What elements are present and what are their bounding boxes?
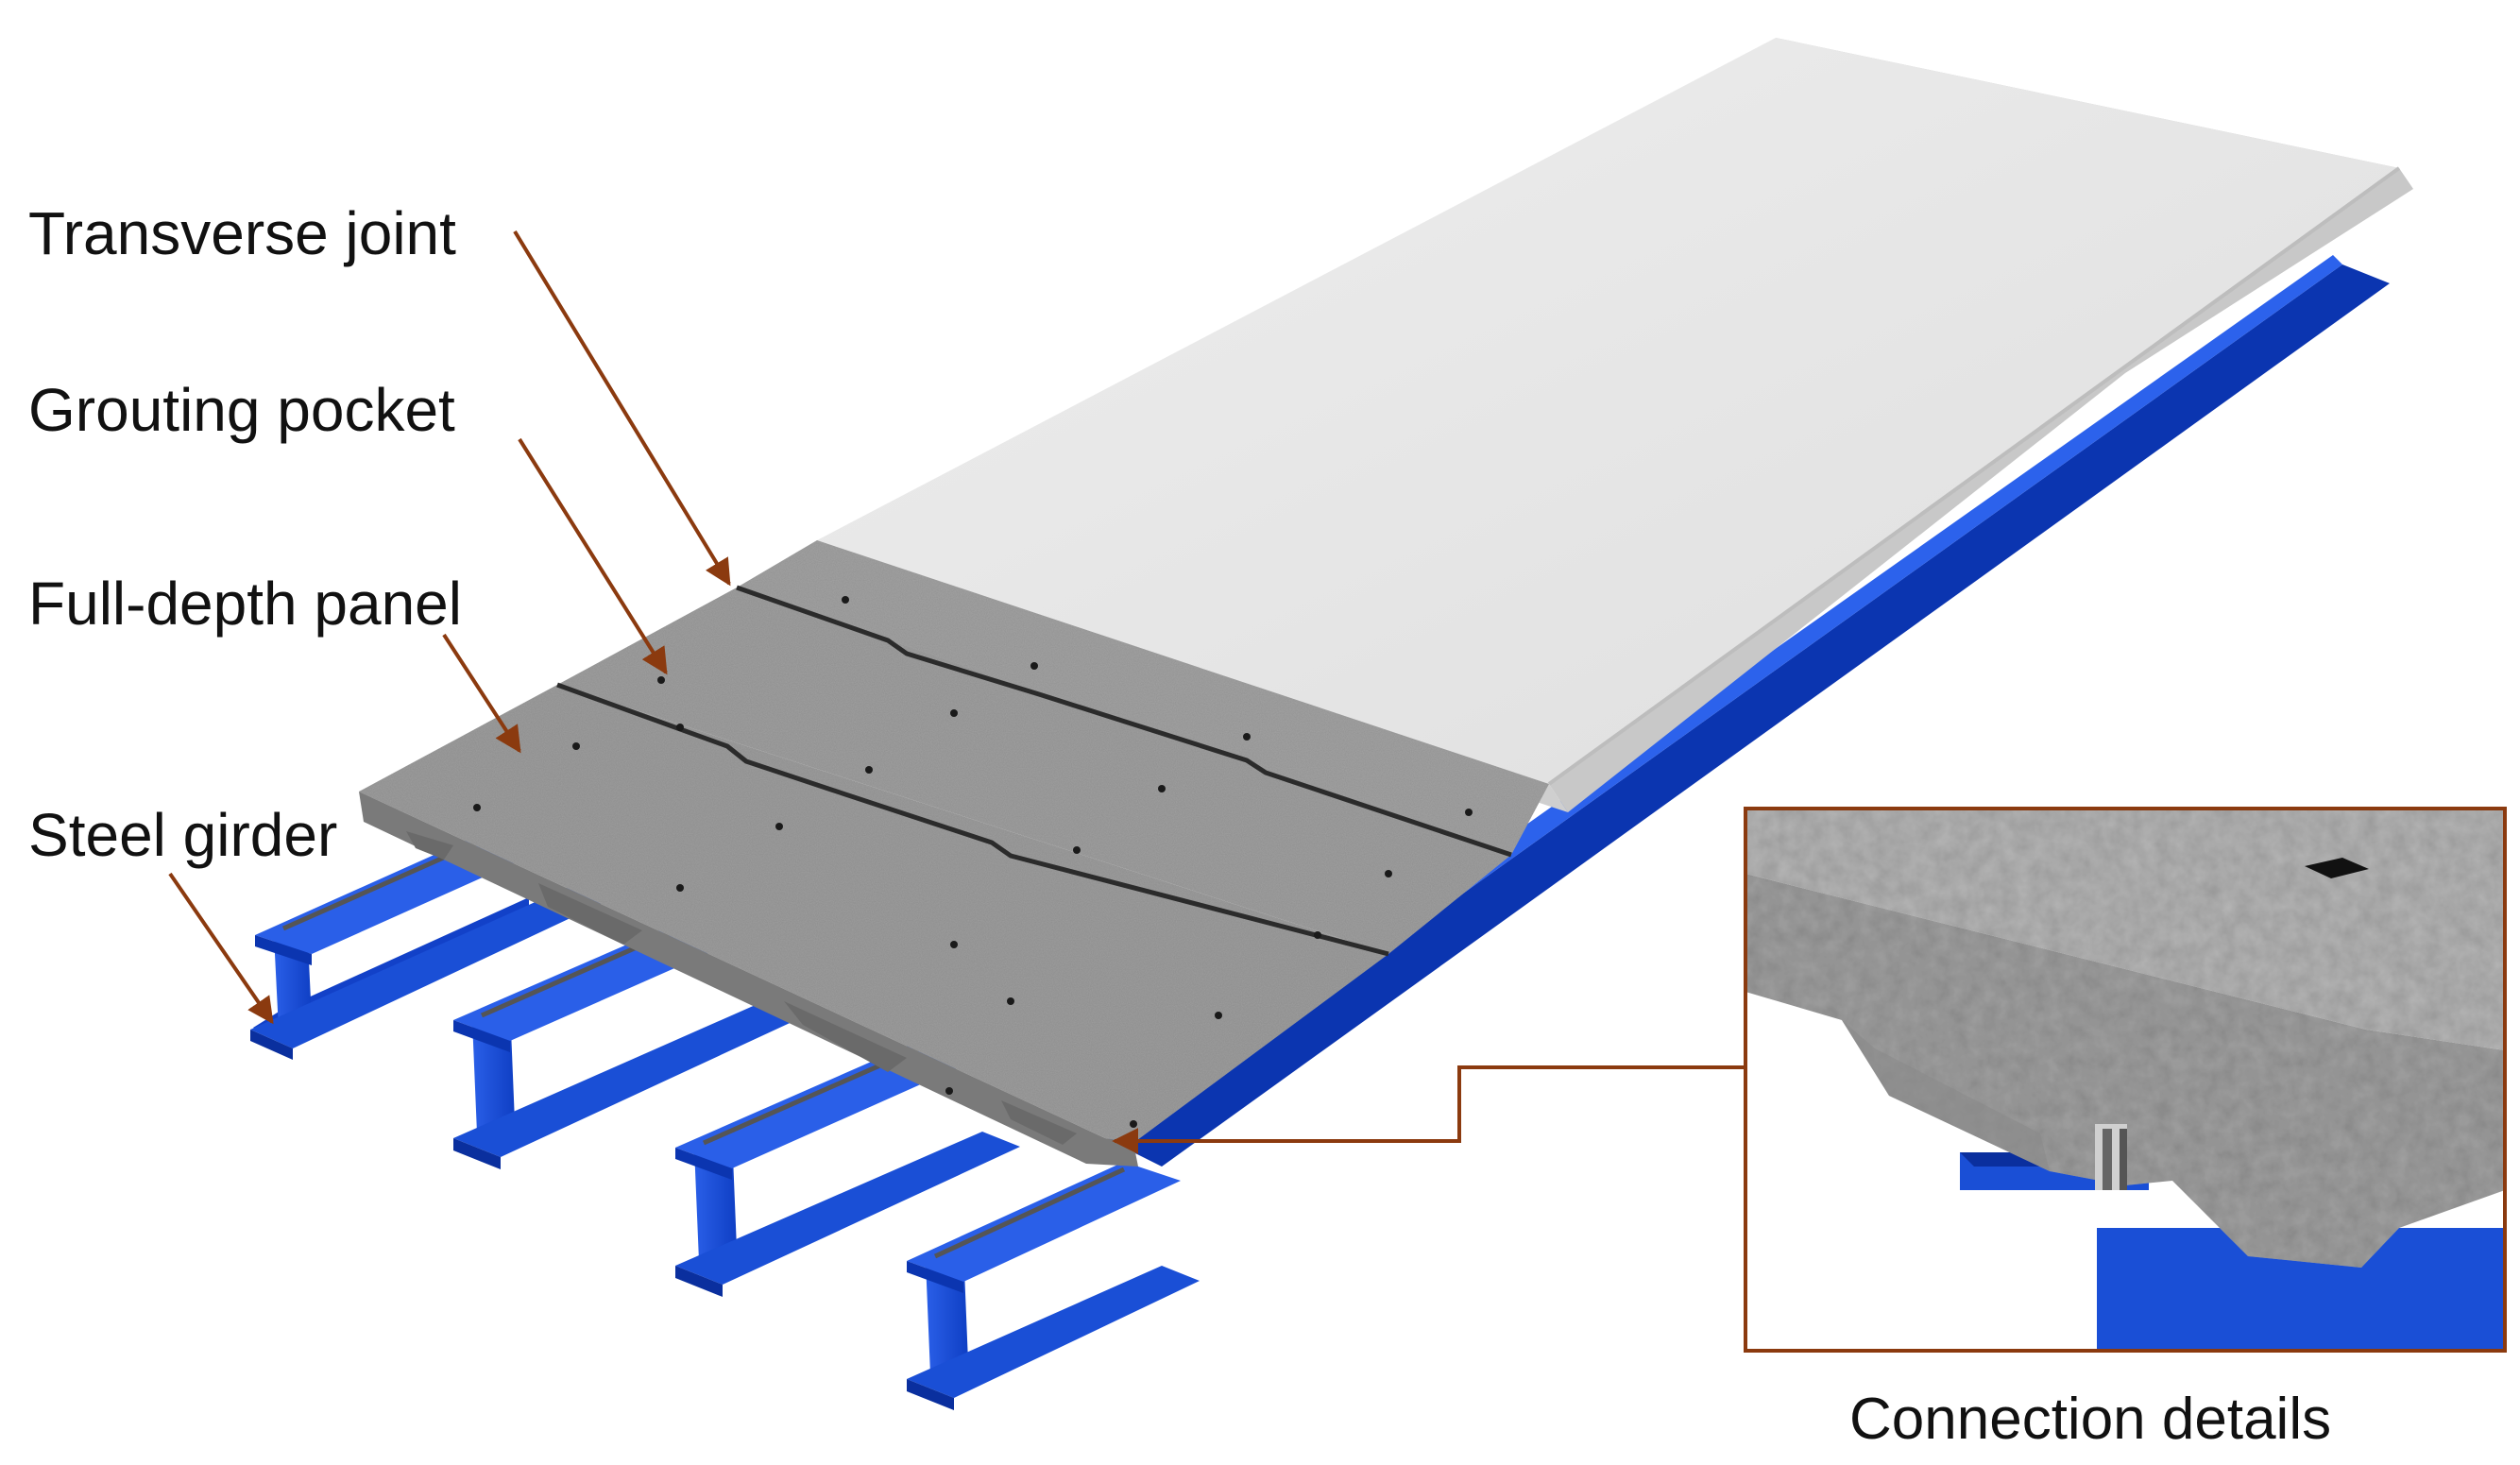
connection-detail-inset xyxy=(1744,807,2507,1353)
grouting-pockets xyxy=(473,596,1473,1128)
panel-3 xyxy=(737,540,1549,855)
label-steel-girder: Steel girder xyxy=(28,801,338,869)
transverse-joint-leader xyxy=(513,230,731,587)
grouting-pocket-leader xyxy=(518,437,668,675)
label-grouting-pocket: Grouting pocket xyxy=(28,376,455,444)
steel-girder-leader xyxy=(168,872,274,1025)
leader-lines xyxy=(168,230,1745,1154)
label-connection-details: Connection details xyxy=(1849,1387,2332,1452)
transverse-joint-2 xyxy=(736,585,1512,858)
girder-4 xyxy=(907,1162,1200,1410)
transverse-joint-1 xyxy=(556,682,1389,957)
panel-1 xyxy=(359,685,1388,1143)
connection-leader xyxy=(1112,1065,1745,1154)
concrete-panels xyxy=(359,540,1549,1167)
connection-detail-frame xyxy=(1744,807,2507,1353)
label-transverse-joint: Transverse joint xyxy=(28,199,456,267)
label-full-depth-panel: Full-depth panel xyxy=(28,570,462,638)
full-depth-panel-leader xyxy=(442,633,521,754)
panel-2 xyxy=(557,588,1511,954)
